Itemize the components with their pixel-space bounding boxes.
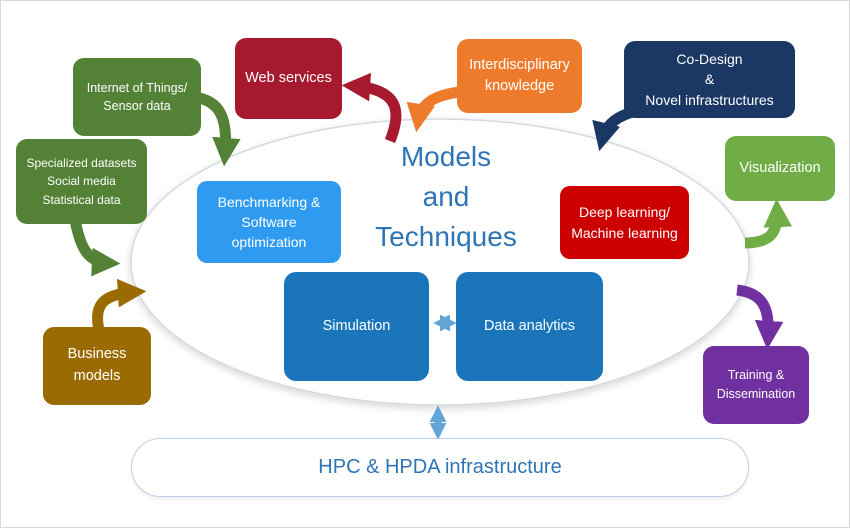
arrow-core-to-visualization xyxy=(744,198,793,249)
node-data-analytics: Data analytics xyxy=(456,272,603,381)
node-codesign-novel-infrastructures: Co-Design & Novel infrastructures xyxy=(624,41,795,118)
node-visualization: Visualization xyxy=(725,136,835,201)
node-web-services: Web services xyxy=(235,38,342,119)
node-interdisciplinary-knowledge: Interdisciplinary knowledge xyxy=(457,39,582,113)
node-business-models: Business models xyxy=(43,327,151,405)
arrow-business-to-core xyxy=(92,278,147,332)
node-hpc-hpda-infrastructure: HPC & HPDA infrastructure xyxy=(131,438,749,497)
diagram-title: Models and Techniques xyxy=(375,141,517,252)
node-benchmarking-software-optimization: Benchmarking & Software optimization xyxy=(197,181,341,263)
arrow-core-to-web-services xyxy=(341,72,402,144)
node-training-dissemination: Training & Dissemination xyxy=(703,346,809,424)
node-deep-learning-machine-learning: Deep learning/ Machine learning xyxy=(560,186,689,259)
arrow-core-to-training xyxy=(736,284,784,350)
arrow-specialized-to-core xyxy=(69,218,121,277)
node-internet-of-things: Internet of Things/ Sensor data xyxy=(73,58,201,136)
node-simulation: Simulation xyxy=(284,272,429,381)
hpc-label: HPC & HPDA infrastructure xyxy=(318,456,562,478)
node-specialized-datasets: Specialized datasets Social media Statis… xyxy=(16,139,147,224)
